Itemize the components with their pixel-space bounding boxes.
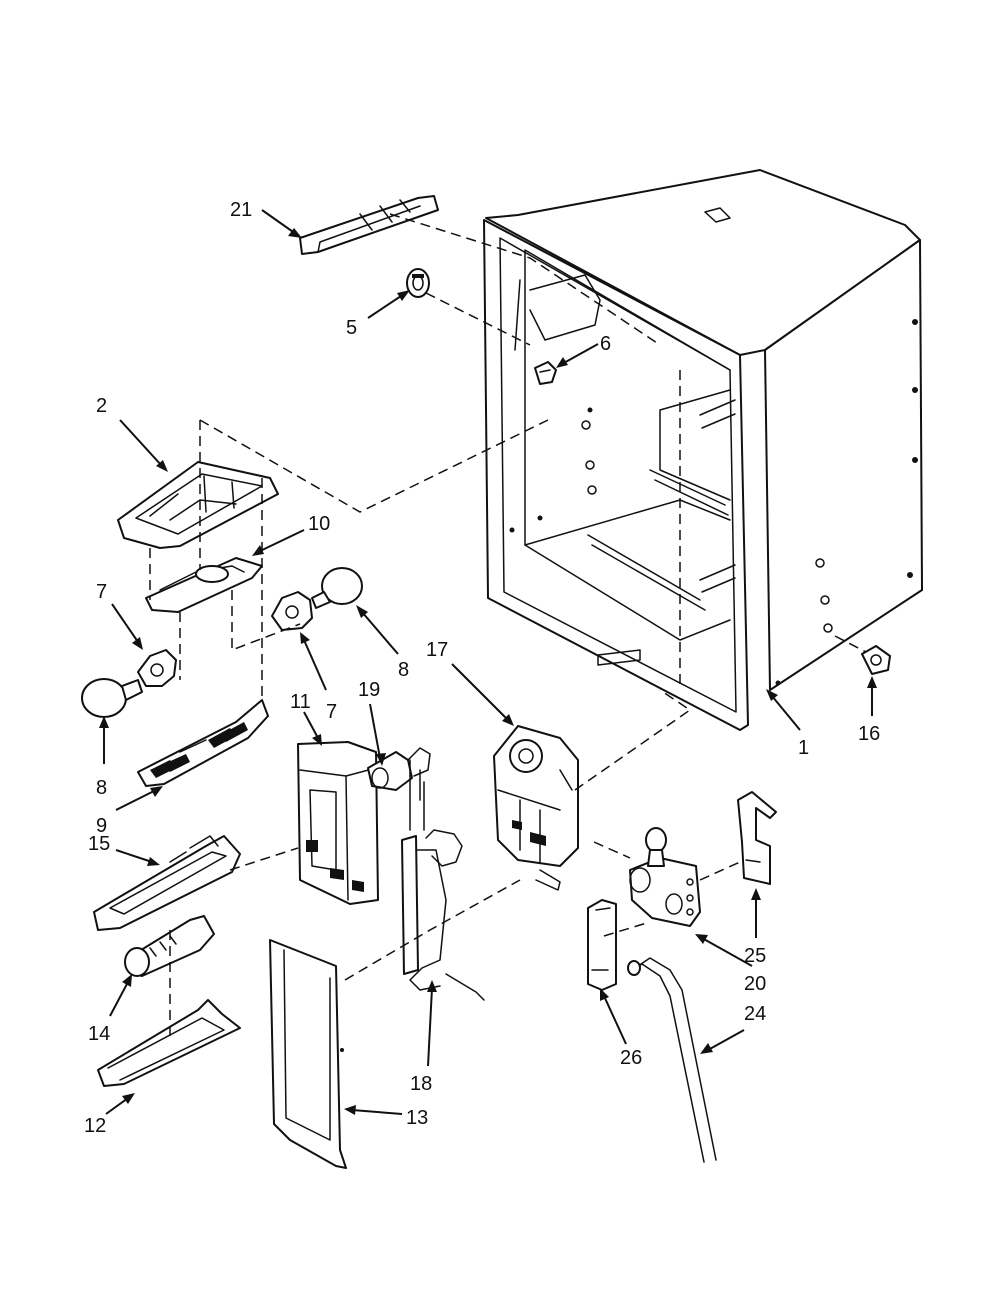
part-12-filter-door	[97, 999, 241, 1087]
callout-8: 8	[96, 777, 107, 799]
callout-labels: 21 5 6 2 10 7 7 8 8 9 17 19 11 15 14 12 …	[84, 199, 880, 1137]
part-15-filter-head	[93, 835, 241, 931]
part-2-housing	[117, 461, 279, 549]
cabinet-liner	[483, 169, 923, 731]
part-7-socket-left	[137, 649, 177, 687]
callout-25: 25	[744, 945, 766, 967]
callout-2: 2	[96, 395, 107, 417]
callout-9: 9	[96, 815, 107, 837]
callout-15: 15	[88, 833, 110, 855]
callout-16: 16	[858, 723, 880, 745]
part-20-valve	[629, 827, 701, 927]
callout-19: 19	[358, 679, 380, 701]
part-11-bracket	[297, 741, 379, 905]
callout-24: 24	[744, 1003, 766, 1025]
part-21-cover	[299, 195, 439, 255]
part-9-lens	[137, 699, 269, 787]
callout-20: 20	[744, 973, 766, 995]
part-24-tube	[627, 957, 717, 1163]
part-7-socket-right	[271, 591, 313, 631]
callout-18: 18	[410, 1073, 432, 1095]
part-17-motor	[493, 725, 579, 891]
callout-1: 1	[798, 737, 809, 759]
callout-21: 21	[230, 199, 252, 221]
part-19-connector	[367, 747, 431, 801]
callout-10: 10	[308, 513, 330, 535]
callout-11: 11	[290, 691, 311, 713]
part-16-plug	[861, 645, 891, 675]
part-10-socket-tray	[145, 557, 263, 613]
callout-7: 7	[96, 581, 107, 603]
callout-8: 8	[398, 659, 409, 681]
part-13-panel	[269, 939, 347, 1169]
part-8-bulb-left	[81, 678, 143, 718]
callout-13: 13	[406, 1107, 428, 1129]
callout-14: 14	[88, 1023, 110, 1045]
part-26-bracket	[587, 899, 617, 991]
assembly-lines	[149, 213, 867, 1040]
callout-12: 12	[84, 1115, 106, 1137]
callout-5: 5	[346, 317, 357, 339]
callout-26: 26	[620, 1047, 642, 1069]
part-5-knob	[406, 268, 430, 298]
callout-6: 6	[600, 333, 611, 355]
part-25-bracket	[737, 791, 777, 885]
callout-7: 7	[326, 701, 337, 723]
callout-17: 17	[426, 639, 448, 661]
leader-lines	[99, 209, 877, 1115]
part-6-clip	[534, 361, 557, 385]
part-18-tube	[401, 759, 485, 1001]
part-8-bulb-right	[311, 567, 363, 609]
part-14-filter	[124, 915, 215, 977]
